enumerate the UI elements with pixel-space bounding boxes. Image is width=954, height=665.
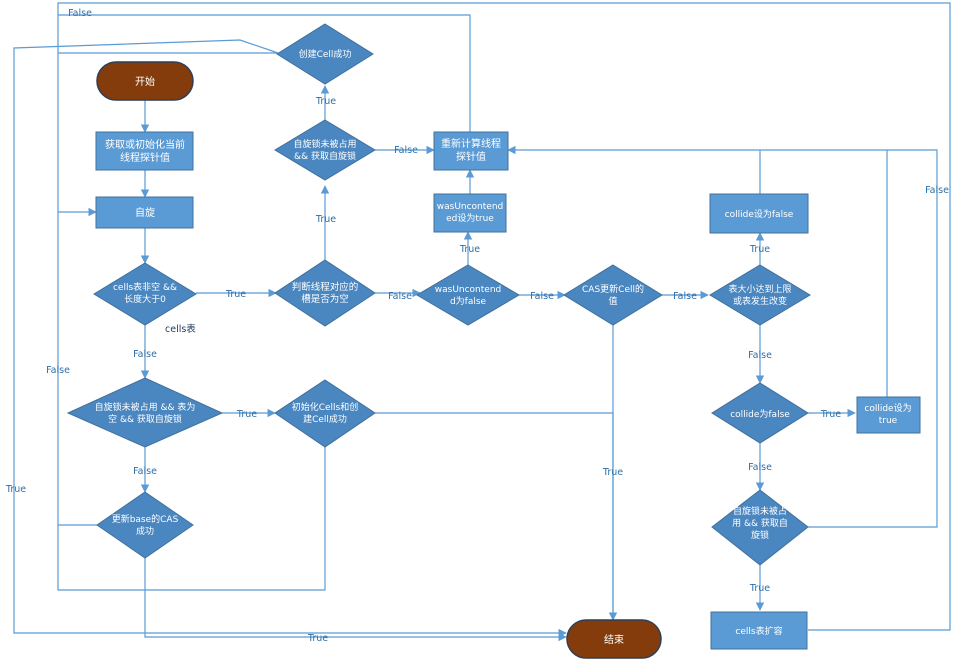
label-lockslot-true: True <box>315 96 336 107</box>
cells-nonempty-diamond: cells表非空 &&长度大于0 <box>93 262 197 326</box>
table-max-diamond: 表大小达到上限或表发生改变 <box>709 264 811 326</box>
start-terminal: 开始 <box>96 61 194 101</box>
label-cascell-true: True <box>602 467 623 478</box>
edge-labels: True False True False False True True Fa… <box>5 8 949 644</box>
lock-empty-table-diamond: 自旋锁未被占用 && 表为空 && 获取自旋锁 <box>66 377 224 448</box>
label-collide-true: True <box>820 409 841 420</box>
label-tablemax-true: True <box>749 244 770 255</box>
label-wasun-false: False <box>530 291 554 302</box>
edge-collidetrue-to-recompute <box>760 149 888 397</box>
label-cells-true: True <box>225 289 246 300</box>
svg-text:初始化Cells和创建Cell成功: 初始化Cells和创建Cell成功 <box>292 401 359 425</box>
cells-table-annotation: cells表 <box>165 323 196 335</box>
label-slot-false: False <box>388 291 412 302</box>
start-text: 开始 <box>135 75 155 88</box>
svg-text:表大小达到上限或表发生改变: 表大小达到上限或表发生改变 <box>728 283 791 307</box>
lock-expand-diamond: 自旋锁未被占用 && 获取自旋锁 <box>711 489 809 566</box>
label-wasun-true: True <box>459 244 480 255</box>
cas-cell-diamond: CAS更新Cell的值 <box>563 264 663 326</box>
label-cascell-false: False <box>673 291 697 302</box>
label-lockslot-false: False <box>394 145 418 156</box>
slot-empty-diamond: 判断线程对应的槽是否为空 <box>274 259 376 327</box>
collide-is-false-diamond: collide为false <box>711 382 809 444</box>
svg-text:CAS更新Cell的值: CAS更新Cell的值 <box>582 283 644 307</box>
edge-casbase-true <box>144 558 567 642</box>
svg-text:自旋: 自旋 <box>135 206 155 219</box>
recompute-probe-box: 重新计算线程探针值 <box>433 131 509 171</box>
svg-text:collide设为false: collide设为false <box>725 208 794 220</box>
edge-recompute-to-spin <box>57 14 471 132</box>
label-bottom-true: True <box>307 633 328 644</box>
expand-cells-box: cells表扩容 <box>710 611 808 650</box>
svg-text:重新计算线程探针值: 重新计算线程探针值 <box>441 137 501 163</box>
label-top-false: False <box>68 8 92 19</box>
svg-text:自旋锁未被占用 && 获取自旋锁: 自旋锁未被占用 && 获取自旋锁 <box>732 505 788 541</box>
svg-text:collide为false: collide为false <box>730 408 790 420</box>
collide-false-set-box: collide设为false <box>709 193 809 234</box>
edge-init-false <box>57 447 326 591</box>
svg-text:cells表非空 &&长度大于0: cells表非空 &&长度大于0 <box>113 281 177 305</box>
end-terminal: 结束 <box>566 619 662 659</box>
svg-text:判断线程对应的槽是否为空: 判断线程对应的槽是否为空 <box>292 281 359 305</box>
get-probe-box: 获取或初始化当前线程探针值 <box>95 131 194 171</box>
label-left-false: False <box>46 365 70 376</box>
label-cells-false: False <box>133 349 157 360</box>
spin-box: 自旋 <box>95 196 194 229</box>
label-slot-true: True <box>315 214 336 225</box>
label-outer-true: True <box>5 484 26 495</box>
end-text: 结束 <box>604 633 624 646</box>
connectors <box>13 2 951 642</box>
init-cells-diamond: 初始化Cells和创建Cell成功 <box>274 379 376 448</box>
lock-slot-diamond: 自旋锁未被占用&& 获取自旋锁 <box>274 119 376 181</box>
edge-collidefalse-to-recompute <box>507 145 761 194</box>
label-lock-empty-true: True <box>236 409 257 420</box>
svg-text:自旋锁未被占用&& 获取自旋锁: 自旋锁未被占用&& 获取自旋锁 <box>293 138 356 162</box>
label-lockexpand-true: True <box>749 583 770 594</box>
label-right-false: False <box>925 185 949 196</box>
svg-text:获取或初始化当前线程探针值: 获取或初始化当前线程探针值 <box>105 138 185 164</box>
svg-text:cells表扩容: cells表扩容 <box>735 625 782 637</box>
edge-casbase-false <box>57 207 98 526</box>
edge-expand-to-spin <box>57 2 951 631</box>
label-lock-empty-false: False <box>133 466 157 477</box>
svg-text:自旋锁未被占用 && 表为空 && 获取自旋锁: 自旋锁未被占用 && 表为空 && 获取自旋锁 <box>95 401 196 425</box>
edge-lockexpand-false <box>808 149 938 528</box>
create-cell-diamond: 创建Cell成功 <box>276 23 374 85</box>
edge-init-true <box>375 412 618 621</box>
edge-create-true <box>13 39 567 638</box>
label-collide-false: False <box>748 462 772 473</box>
label-tablemax-false: False <box>748 350 772 361</box>
svg-text:创建Cell成功: 创建Cell成功 <box>299 48 352 60</box>
